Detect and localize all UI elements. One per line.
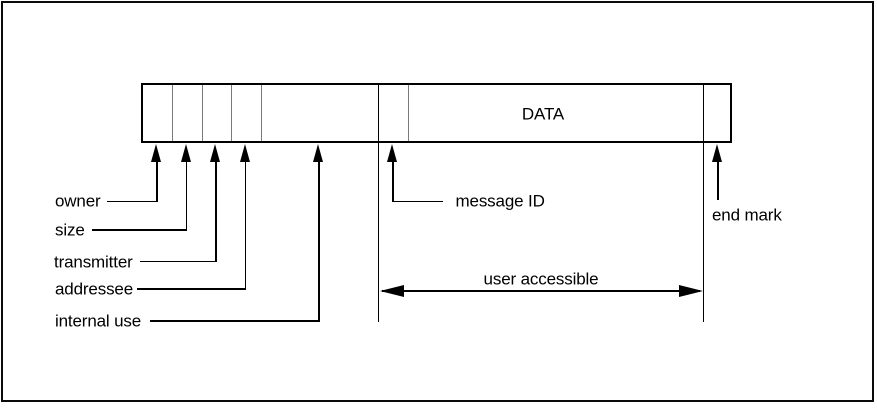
field-divider-addressee-internal	[260, 85, 262, 141]
field-divider-size-transmitter	[201, 85, 203, 141]
end-mark-label: end mark	[712, 205, 782, 224]
user-accessible-boundary-right	[702, 84, 704, 322]
message-id-leader-line	[392, 200, 444, 202]
user-accessible-arrowhead-left-icon	[380, 285, 404, 297]
internal-use-label: internal use	[55, 311, 142, 331]
field-divider-transmitter-addressee	[231, 85, 232, 141]
owner-arrow-icon	[151, 144, 162, 162]
transmitter-arrow-icon	[210, 144, 221, 162]
user-accessible-boundary-left	[378, 84, 380, 322]
field-divider-owner-size	[171, 85, 173, 141]
size-label: size	[55, 220, 85, 240]
data-field-label: DATA	[521, 104, 565, 124]
user-accessible-arrowhead-right-icon	[678, 285, 703, 297]
owner-label: owner	[55, 191, 101, 211]
user-accessible-label: user accessible	[483, 269, 599, 288]
addressee-leader-line	[136, 288, 246, 290]
message-id-label: message ID	[455, 191, 545, 211]
end-mark-arrow-icon	[712, 144, 723, 162]
user-accessible-arrow-shaft	[382, 290, 700, 292]
internal-use-arrow-shaft	[318, 161, 320, 322]
addressee-arrow-icon	[239, 144, 250, 162]
owner-arrow-shaft	[156, 161, 158, 202]
owner-leader-line	[106, 200, 158, 202]
message-structure-bar	[141, 83, 732, 143]
transmitter-label: transmitter	[54, 252, 133, 271]
figure-frame	[1, 1, 874, 402]
transmitter-arrow-shaft	[215, 161, 217, 262]
transmitter-leader-line	[139, 260, 217, 263]
internal-use-arrow-icon	[313, 144, 324, 162]
message-id-arrow-shaft	[392, 161, 394, 202]
field-divider-messageid-data	[407, 85, 409, 141]
size-leader-line	[91, 229, 187, 231]
internal-use-leader-line	[150, 320, 319, 322]
end-mark-arrow-shaft	[717, 161, 719, 200]
size-arrow-shaft	[185, 161, 188, 231]
addressee-arrow-shaft	[244, 161, 247, 290]
addressee-label: addressee	[55, 279, 134, 299]
message-id-arrow-icon	[387, 144, 398, 162]
size-arrow-icon	[180, 144, 191, 162]
